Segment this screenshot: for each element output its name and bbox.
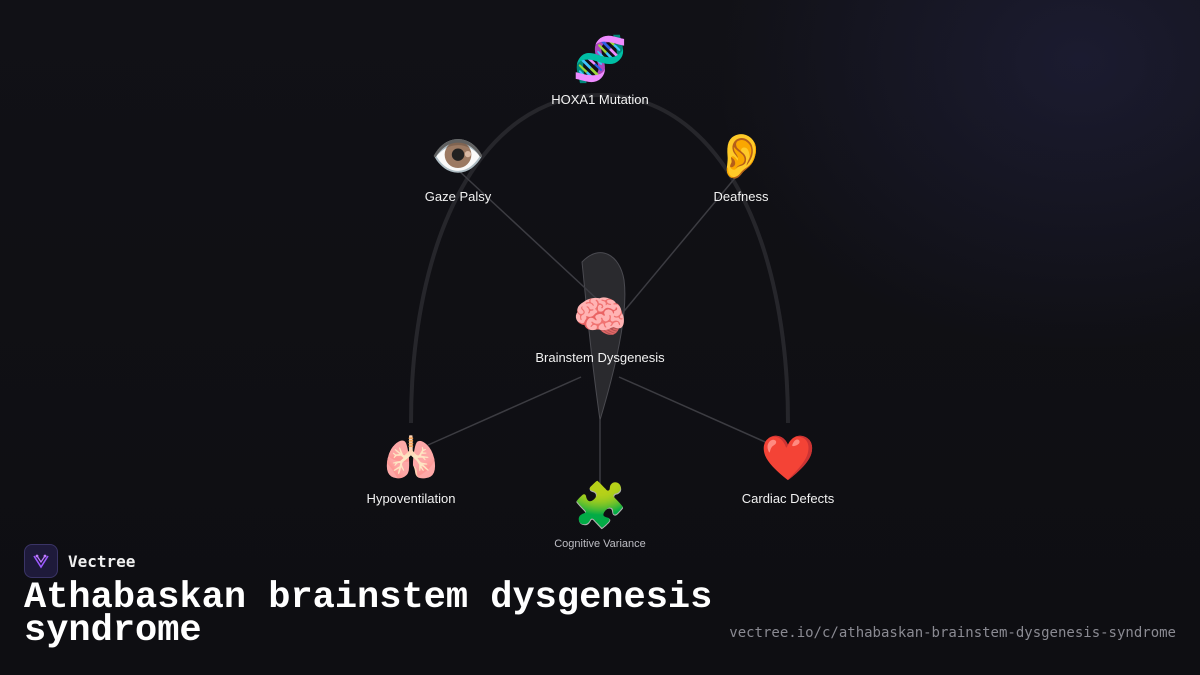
node-label: HOXA1 Mutation (551, 92, 649, 107)
page-title: Athabaskan brainstem dysgenesis syndrome (24, 577, 713, 652)
edge-gaze-brainstem (457, 169, 599, 301)
node-cognitive-variance[interactable]: 🧩 Cognitive Variance (554, 480, 646, 550)
node-label: Gaze Palsy (424, 189, 492, 204)
puzzle-piece-icon: 🧩 (572, 481, 628, 530)
edge-brainstem-hypoventilation (427, 376, 582, 446)
vectree-logo-icon (24, 544, 58, 578)
node-label: Cognitive Variance (554, 538, 646, 550)
page-url[interactable]: vectree.io/c/athabaskan-brainstem-dysgen… (729, 625, 1176, 641)
node-deafness[interactable]: 👂 Deafness (714, 131, 769, 204)
dna-icon: 🧬 (572, 35, 628, 84)
lungs-icon: 🫁 (383, 434, 439, 483)
outer-arc-edge (409, 92, 790, 424)
brand-name: Vectree (68, 551, 136, 571)
edge-brainstem-cardiac (618, 376, 773, 446)
node-label: Deafness (713, 189, 769, 204)
node-hoxa1-mutation[interactable]: 🧬 HOXA1 Mutation (551, 34, 649, 107)
node-gaze-palsy[interactable]: 👁️ Gaze Palsy (425, 131, 491, 204)
brain-icon: 🧠 (572, 293, 628, 342)
brand[interactable]: Vectree (24, 544, 135, 578)
node-cardiac-defects[interactable]: ❤️ Cardiac Defects (742, 433, 834, 506)
node-label: Hypoventilation (366, 491, 456, 506)
heart-icon: ❤️ (760, 434, 816, 483)
node-label: Cardiac Defects (741, 491, 835, 506)
vectree-logo-mark (33, 554, 49, 569)
node-hypoventilation[interactable]: 🫁 Hypoventilation (367, 433, 456, 506)
node-brainstem-dysgenesis[interactable]: 🧠 Brainstem Dysgenesis (535, 292, 664, 365)
eye-icon: 👁️ (430, 132, 486, 181)
edge-deafness-brainstem (619, 171, 741, 317)
node-label: Brainstem Dysgenesis (535, 350, 665, 365)
ear-icon: 👂 (713, 132, 769, 181)
